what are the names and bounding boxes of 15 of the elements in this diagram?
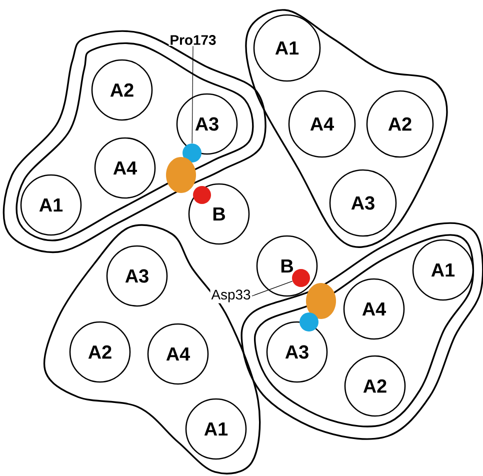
residue-label: Pro173 — [168, 34, 218, 46]
complex-outline — [245, 9, 448, 248]
complex-outline — [2, 30, 266, 254]
residue-dot — [306, 283, 336, 319]
residue-dot — [292, 269, 310, 287]
leader-line — [192, 46, 194, 144]
complex-outline — [43, 224, 261, 474]
residue-dot — [300, 312, 318, 332]
residue-dot — [193, 186, 211, 204]
node-label: A1 — [431, 263, 455, 277]
residue-label: Asp33 — [210, 288, 252, 304]
residue-dot — [166, 157, 196, 193]
complex-outline — [254, 234, 474, 428]
residue-dot — [182, 144, 202, 162]
leader-line — [252, 280, 293, 296]
